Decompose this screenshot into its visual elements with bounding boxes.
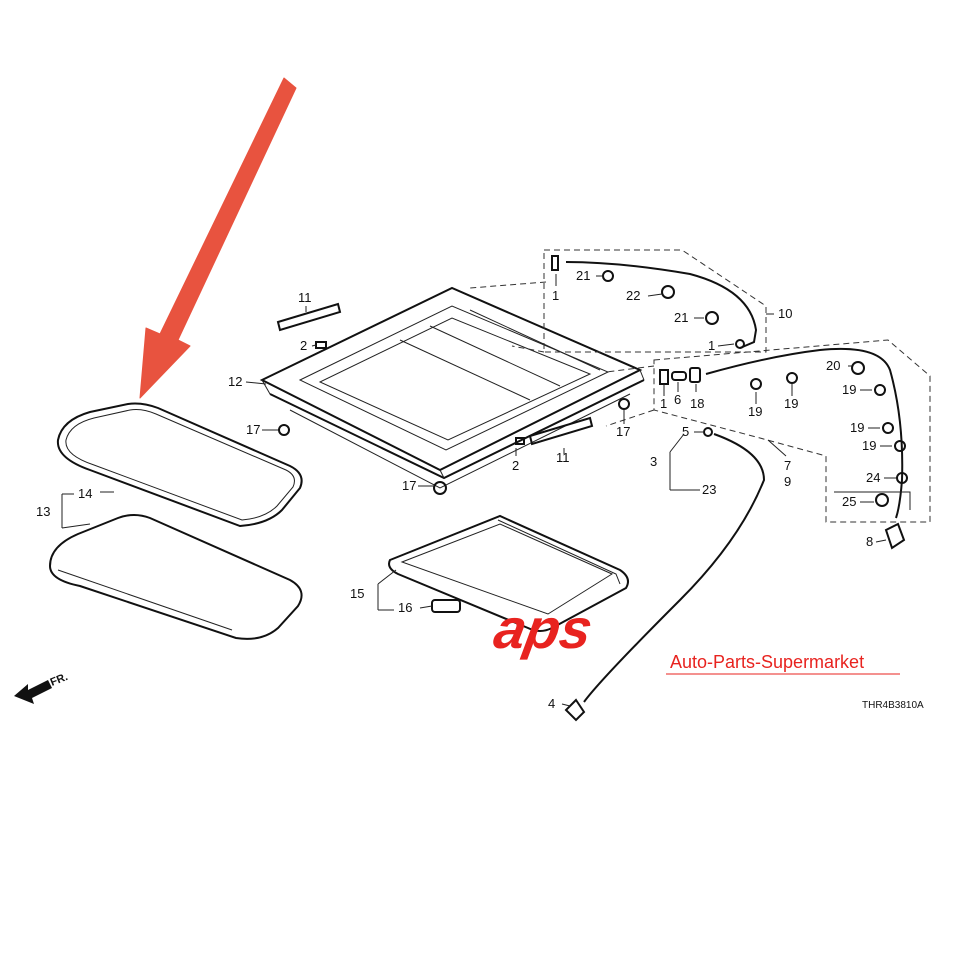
callout-17: 17 — [616, 424, 630, 439]
callout-18: 18 — [690, 396, 704, 411]
callout-25: 25 — [842, 494, 856, 509]
callout-labels: 11 2 12 17 17 17 2 11 13 14 15 16 3 5 23… — [36, 268, 880, 711]
callout-20: 20 — [826, 358, 840, 373]
callout-1: 1 — [660, 396, 667, 411]
callout-17: 17 — [246, 422, 260, 437]
callout-12: 12 — [228, 374, 242, 389]
sunroof-frame-part — [259, 286, 645, 489]
sunshade-part — [388, 514, 629, 632]
callout-3: 3 — [650, 454, 657, 469]
callout-19: 19 — [748, 404, 762, 419]
weatherstrip-seal-part — [56, 402, 303, 528]
highlight-arrow — [139, 77, 297, 399]
callout-23: 23 — [702, 482, 716, 497]
trim-strip-parts — [276, 302, 594, 446]
watermark-tagline: Auto-Parts-Supermarket — [670, 652, 864, 672]
leader-lines — [61, 274, 911, 707]
callout-22: 22 — [626, 288, 640, 303]
diagram-code: THR4B3810A — [862, 700, 924, 711]
callout-1: 1 — [708, 338, 715, 353]
callout-10: 10 — [778, 306, 792, 321]
handle-part — [431, 599, 461, 613]
callout-24: 24 — [866, 470, 880, 485]
callout-14: 14 — [78, 486, 92, 501]
callout-19: 19 — [784, 396, 798, 411]
callout-4: 4 — [548, 696, 555, 711]
callout-9: 9 — [784, 474, 791, 489]
callout-16: 16 — [398, 600, 412, 615]
watermark-brand: aps — [490, 597, 598, 660]
front-label: FR. — [49, 671, 70, 689]
drain-tube-rear-right — [705, 347, 906, 550]
front-direction-indicator: FR. — [14, 671, 70, 704]
callout-19: 19 — [850, 420, 864, 435]
callout-5: 5 — [682, 424, 689, 439]
reference-boxes — [469, 249, 931, 523]
callout-21: 21 — [576, 268, 590, 283]
callout-6: 6 — [674, 392, 681, 407]
callout-19: 19 — [842, 382, 856, 397]
drain-tube-rear-left — [565, 261, 758, 349]
callout-21: 21 — [674, 310, 688, 325]
callout-13: 13 — [36, 504, 50, 519]
callout-11: 11 — [298, 290, 312, 305]
aps-watermark: aps Auto-Parts-Supermarket — [490, 597, 900, 675]
fastener-icons — [278, 255, 908, 507]
callout-19: 19 — [862, 438, 876, 453]
callout-8: 8 — [866, 534, 873, 549]
sunroof-glass-part — [48, 514, 303, 640]
callout-17: 17 — [402, 478, 416, 493]
callout-1: 1 — [552, 288, 559, 303]
callout-2: 2 — [300, 338, 307, 353]
callout-15: 15 — [350, 586, 364, 601]
callout-2: 2 — [512, 458, 519, 473]
callout-11: 11 — [556, 450, 570, 465]
callout-7: 7 — [784, 458, 791, 473]
drain-tube-front — [564, 433, 766, 722]
